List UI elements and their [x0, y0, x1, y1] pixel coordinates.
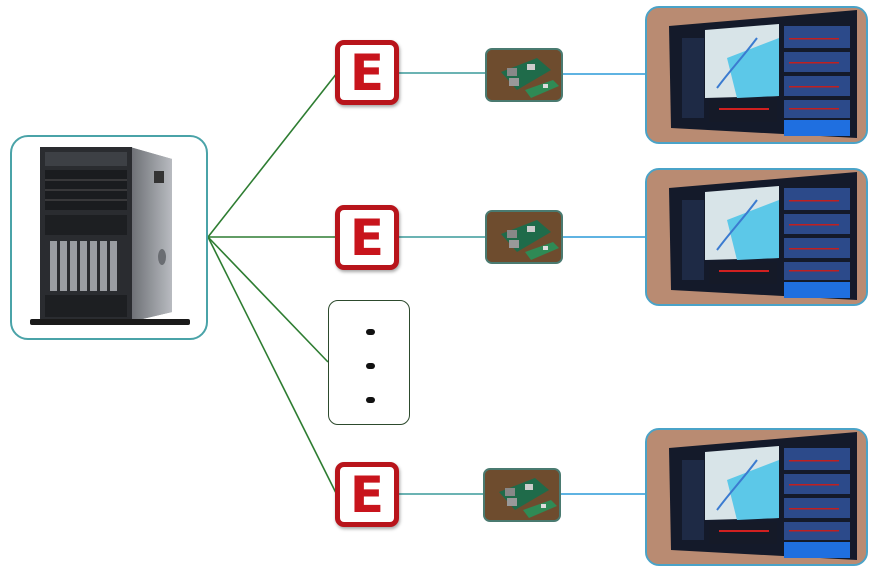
tv-display-icon [645, 168, 868, 306]
sign-letter: E [349, 43, 385, 102]
pharmacy-e-sign-icon: E [335, 205, 399, 270]
link-server-sign-3 [207, 236, 338, 496]
tower-server-icon [30, 147, 190, 325]
tv-display-icon [645, 428, 868, 566]
tv-display-icon [645, 6, 868, 144]
sign-letter: E [349, 208, 385, 267]
ellipsis-box [328, 300, 410, 425]
sign-letter: E [349, 465, 385, 524]
link-server-ellipsis [207, 236, 329, 363]
raspberry-pi-icon [483, 468, 561, 522]
raspberry-pi-icon [485, 210, 563, 264]
pharmacy-e-sign-icon: E [335, 462, 399, 527]
raspberry-pi-icon [485, 48, 563, 102]
pharmacy-e-sign-icon: E [335, 40, 399, 105]
server-node [10, 135, 208, 340]
link-server-sign-1 [207, 72, 338, 238]
